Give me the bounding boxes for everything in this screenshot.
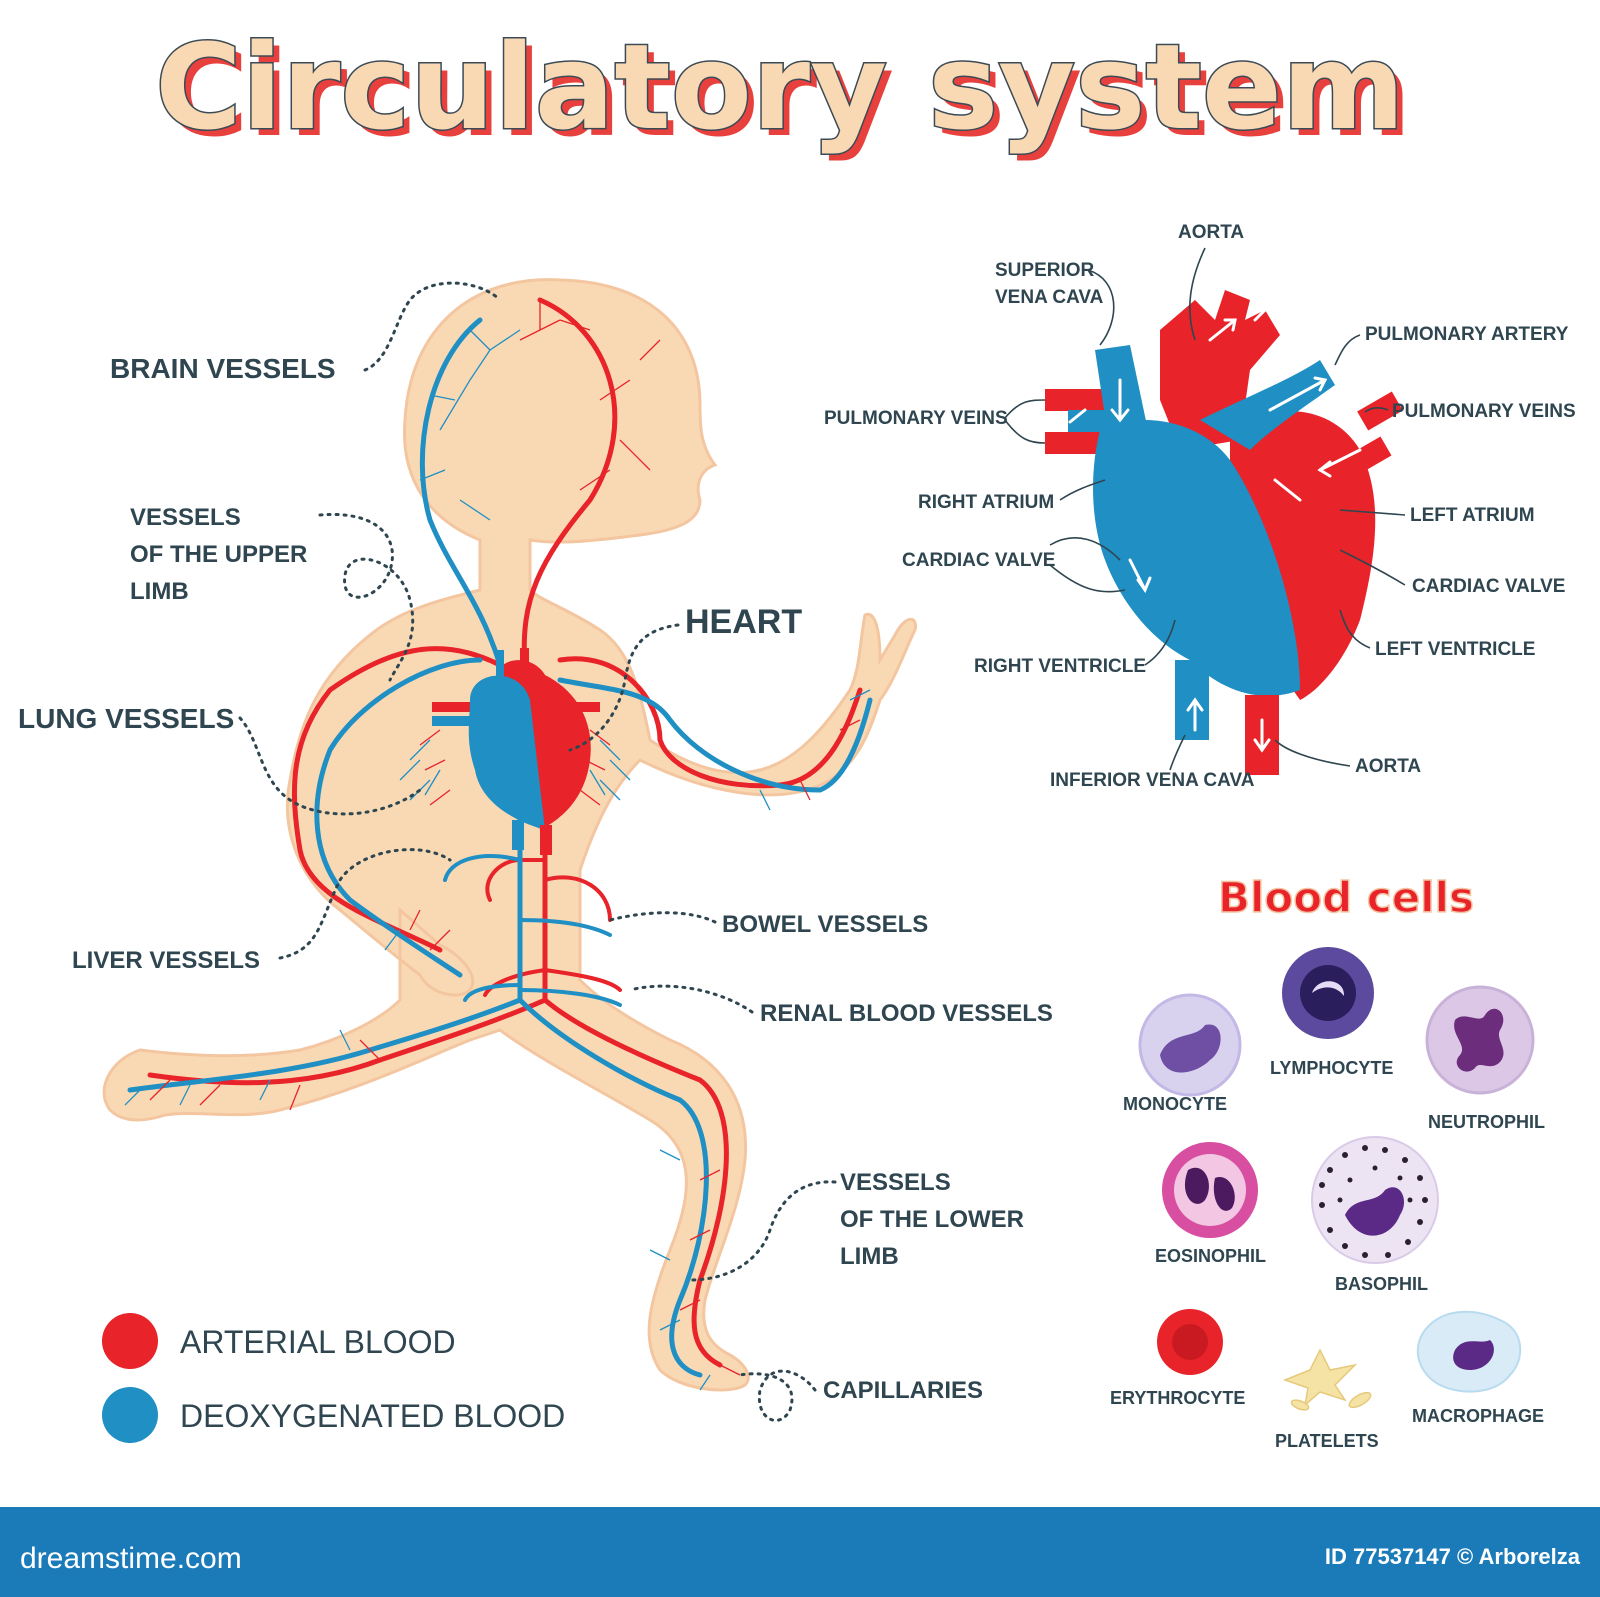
- body-labels: BRAIN VESSELS VESSELS OF THE UPPER LIMB …: [18, 281, 1053, 1422]
- page-title: Circulatory system: [155, 18, 1405, 156]
- label-left-atrium: LEFT ATRIUM: [1410, 505, 1535, 526]
- small-pulmonary-vein-1: [432, 702, 472, 712]
- footer-background: [0, 1507, 1600, 1597]
- label-aorta-top: AORTA: [1178, 222, 1244, 243]
- label-lower-limb-1: VESSELS: [840, 1169, 951, 1196]
- pulmonary-vein-left-1: [1045, 389, 1105, 411]
- platelets-cells: [1282, 1348, 1372, 1411]
- label-liver-vessels: LIVER VESSELS: [72, 947, 260, 974]
- body-silhouette: [102, 278, 917, 1392]
- neutrophil-cell: [1425, 985, 1535, 1095]
- heart-labels: AORTA SUPERIOR VENA CAVA PULMONARY ARTER…: [824, 222, 1576, 791]
- heart-anatomy: [1045, 290, 1403, 775]
- label-inferior-vena-cava: INFERIOR VENA CAVA: [1050, 770, 1255, 791]
- label-pulmonary-veins-left: PULMONARY VEINS: [824, 408, 1008, 429]
- label-cardiac-valve-right: CARDIAC VALVE: [1412, 576, 1565, 597]
- label-lymphocyte: LYMPHOCYTE: [1270, 1058, 1393, 1078]
- label-upper-limb-1: VESSELS: [130, 504, 241, 531]
- footer-id-credit: ID 77537147 © Arborelza: [1325, 1544, 1581, 1569]
- legend-deoxygenated-label: DEOXYGENATED BLOOD: [180, 1398, 565, 1434]
- label-pulmonary-artery: PULMONARY ARTERY: [1365, 324, 1569, 345]
- label-upper-limb-3: LIMB: [130, 578, 189, 605]
- label-lower-limb-2: OF THE LOWER: [840, 1206, 1024, 1233]
- label-platelets: PLATELETS: [1275, 1431, 1379, 1451]
- small-pulmonary-artery: [432, 716, 472, 726]
- label-right-atrium: RIGHT ATRIUM: [918, 492, 1054, 513]
- label-svc-2: VENA CAVA: [995, 287, 1104, 308]
- footer-bar: dreamstime.com ID 77537147 © Arborelza: [0, 1507, 1600, 1597]
- label-heart: HEART: [685, 603, 802, 641]
- label-aorta-bottom: AORTA: [1355, 756, 1421, 777]
- eosinophil-cell: [1162, 1142, 1258, 1238]
- page-title-shadow: Circulatory system: [162, 25, 1412, 163]
- macrophage-cell: [1416, 1310, 1522, 1393]
- label-renal-vessels: RENAL BLOOD VESSELS: [760, 1000, 1053, 1027]
- label-eosinophil: EOSINOPHIL: [1155, 1246, 1266, 1266]
- label-svc-1: SUPERIOR: [995, 260, 1095, 281]
- label-left-ventricle: LEFT VENTRICLE: [1375, 639, 1535, 660]
- basophil-cell: [1311, 1136, 1439, 1264]
- small-pulmonary-vein-2: [560, 702, 600, 712]
- lymphocyte-cell: [1282, 947, 1374, 1039]
- label-erythrocyte: ERYTHROCYTE: [1110, 1388, 1245, 1408]
- label-capillaries: CAPILLARIES: [823, 1377, 983, 1404]
- label-macrophage: MACROPHAGE: [1412, 1406, 1544, 1426]
- footer-site-name: dreamstime.com: [20, 1542, 242, 1575]
- heart-right-side: [1093, 420, 1300, 696]
- label-cardiac-valve-left: CARDIAC VALVE: [902, 550, 1055, 571]
- page-title-group: Circulatory system Circulatory system: [154, 17, 1412, 164]
- pulmonary-vein-right-2: [1328, 436, 1392, 486]
- small-heart: [468, 648, 591, 855]
- body-figure: [102, 278, 917, 1392]
- erythrocyte-cell: [1157, 1309, 1223, 1375]
- pulmonary-artery-left-branch: [1068, 410, 1108, 432]
- label-basophil: BASOPHIL: [1335, 1274, 1428, 1294]
- label-pulmonary-veins-right: PULMONARY VEINS: [1392, 401, 1576, 422]
- blood-cells-title: Blood cells: [1218, 873, 1474, 922]
- label-brain-vessels: BRAIN VESSELS: [110, 353, 336, 384]
- label-bowel-vessels: BOWEL VESSELS: [722, 911, 928, 938]
- label-right-ventricle: RIGHT VENTRICLE: [974, 656, 1146, 677]
- legend-arterial-swatch: [102, 1313, 158, 1369]
- pulmonary-vein-left-2: [1045, 432, 1105, 454]
- label-upper-limb-2: OF THE UPPER: [130, 541, 307, 568]
- legend: ARTERIAL BLOOD DEOXYGENATED BLOOD: [102, 1313, 565, 1443]
- inferior-vena-cava: [1175, 660, 1209, 740]
- label-neutrophil: NEUTROPHIL: [1428, 1112, 1545, 1132]
- label-lower-limb-3: LIMB: [840, 1243, 899, 1270]
- pulmonary-artery: [1200, 360, 1335, 450]
- label-monocyte: MONOCYTE: [1123, 1094, 1227, 1114]
- lung-capillaries-left: [399, 729, 451, 806]
- label-lung-vessels: LUNG VESSELS: [18, 703, 234, 734]
- blood-cells-panel: Blood cells MONOCYTE LYMPHOCYTE NEUTROPH…: [1110, 872, 1545, 1451]
- aortic-arch: [1160, 290, 1280, 450]
- legend-deoxygenated-swatch: [102, 1387, 158, 1443]
- flow-arrows: [1068, 303, 1362, 753]
- monocyte-cell: [1138, 993, 1242, 1097]
- pulmonary-vein-right-1: [1357, 391, 1403, 431]
- legend-arterial-label: ARTERIAL BLOOD: [180, 1324, 456, 1360]
